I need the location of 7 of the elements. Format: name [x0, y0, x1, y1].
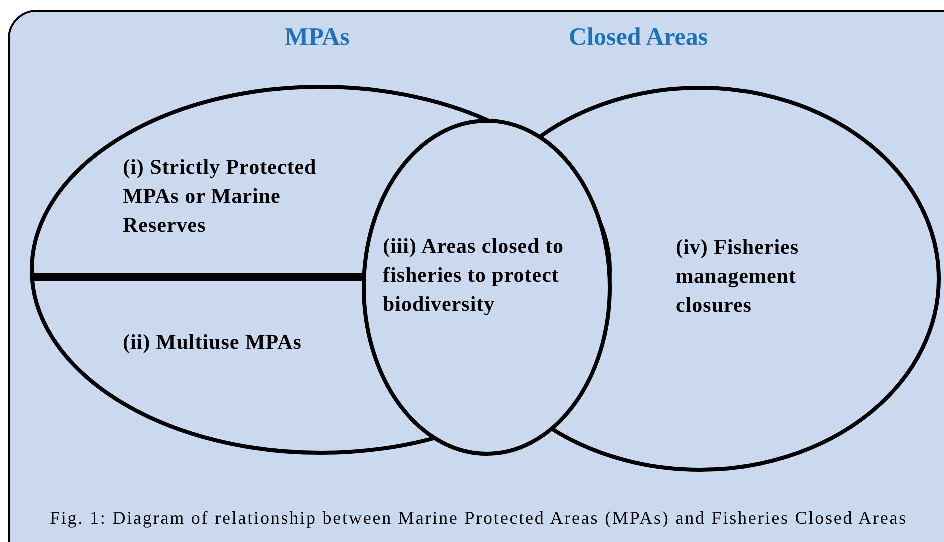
- region-label: (iii) Areas closed to fisheries to protect biodiversity: [383, 233, 566, 318]
- set-heading: Closed Areas: [569, 24, 708, 52]
- set-heading: MPAs: [285, 24, 350, 52]
- figure-caption: Fig. 1: Diagram of relationship between Marine Protected Areas (MPAs) and Fisheries Closed Areas: [50, 508, 908, 529]
- region-label: (i) Strictly Protected MPAs or Marine Reserves: [123, 153, 348, 240]
- region-label: (iv) Fisheries management closures: [676, 233, 826, 320]
- region-label: (ii) Multiuse MPAs: [123, 328, 363, 357]
